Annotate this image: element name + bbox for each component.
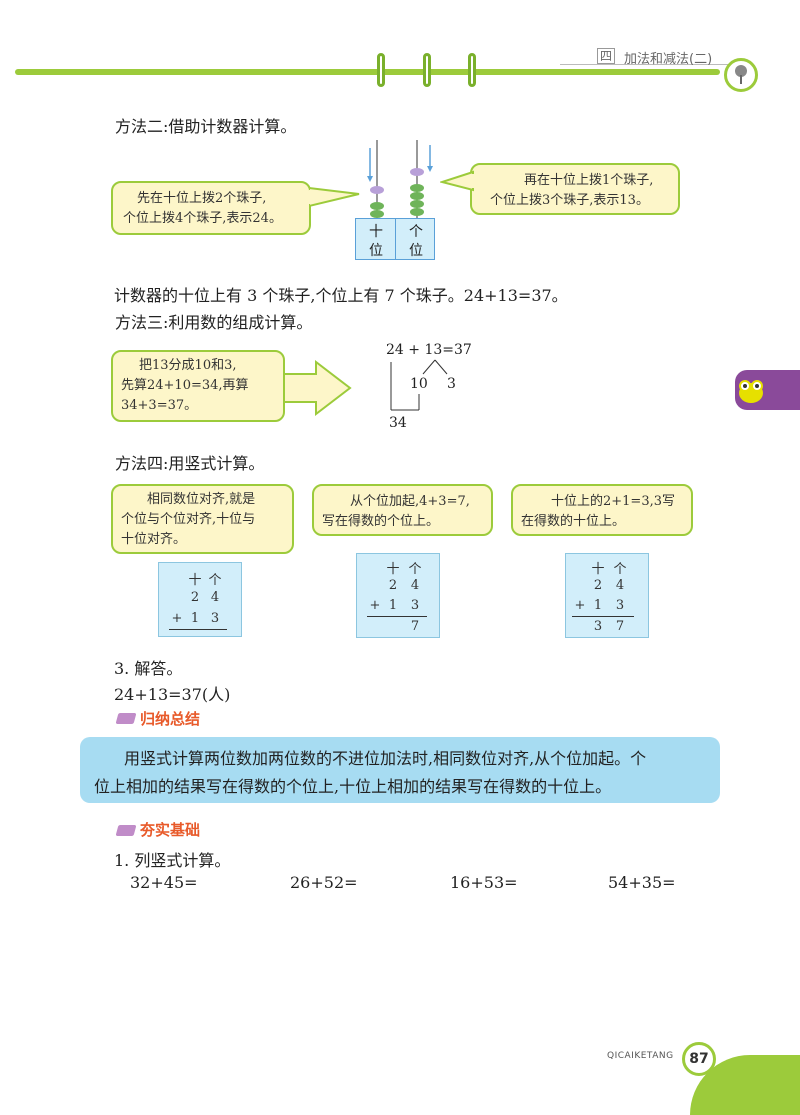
result-tens: 3 [593,619,603,634]
digit: 3 [615,598,625,613]
vertical-calc-3: 十 个 2 4 + 1 3 3 7 [565,553,649,638]
digit: 1 [388,598,398,613]
bubble-line: 把13分成10和3, [139,358,237,373]
arrow-right-icon [283,360,352,416]
bubble-pointer [309,186,360,208]
plus-sign: + [171,611,183,626]
chapter-number: 四 [597,48,616,64]
method2-right-bubble: 再在十位上拨1个珠子, 个位上拨3个珠子,表示13。 [470,163,680,215]
bubble-line: 再在十位上拨1个珠子, [524,173,654,188]
practice-task: 1. 列竖式计算。 [114,851,231,870]
answer-title: 3. 解答。 [114,659,183,678]
split-lines [390,359,448,411]
bubble-line: 34+3=37。 [121,398,198,413]
split-part-tens: 10 [410,376,428,392]
result-ones: 7 [410,619,420,634]
frog-icon [736,376,766,406]
abacus-ones-label: 个 [409,224,423,240]
bubble-line: 先算24+10=34,再算 [121,378,249,393]
bubble-line: 相同数位对齐,就是 [147,492,256,507]
col-tens-header: 十 [188,573,202,588]
col-ones-header: 个 [408,562,422,577]
method4-bubble-2: 从个位加起,4+3=7, 写在得数的个位上。 [312,484,493,536]
summary-line: 位上相加的结果写在得数的个位上,十位上相加的结果写在得数的十位上。 [94,777,612,796]
practice-item: 26+52= [290,873,358,892]
bubble-line: 十位上的2+1=3,3写 [551,494,676,509]
bubble-line: 十位对齐。 [121,532,187,547]
header-thin-line [560,64,730,65]
digit: 1 [593,598,603,613]
publisher-label: QICAIKETANG [607,1051,674,1061]
vertical-calc-2: 十 个 2 4 + 1 3 7 [356,553,440,638]
col-ones-header: 个 [208,573,222,588]
abacus-tens-label2: 位 [369,243,383,259]
digit: 3 [410,598,420,613]
answer-line: 24+13=37(人) [114,685,231,704]
bubble-line: 先在十位上拨2个珠子, [137,191,267,206]
page-number: 87 [682,1042,716,1076]
method4-bubble-1: 相同数位对齐,就是 个位与个位对齐,十位与 十位对齐。 [111,484,294,554]
practice-heading: 夯实基础 [140,821,201,839]
split-part-ones: 3 [447,376,456,392]
abacus-ones-label2: 位 [409,243,423,259]
method3-title: 方法三:利用数的组成计算。 [115,313,313,332]
abacus [350,140,440,262]
binder-ring [468,53,476,87]
plus-sign: + [574,598,586,613]
bubble-pointer [440,170,474,192]
method2-result: 计数器的十位上有 3 个珠子,个位上有 7 个珠子。24+13=37。 [114,286,568,305]
bubble-line: 在得数的十位上。 [521,514,626,529]
practice-item: 32+45= [130,873,198,892]
binder-ring [423,53,431,87]
digit: 2 [190,590,200,605]
result-ones: 7 [615,619,625,634]
header-bar [15,69,720,75]
method4-bubble-3: 十位上的2+1=3,3写 在得数的十位上。 [511,484,693,536]
method4-title: 方法四:用竖式计算。 [115,454,265,473]
method3-bubble: 把13分成10和3, 先算24+10=34,再算 34+3=37。 [111,350,285,422]
partial-sum: 34 [389,415,407,431]
digit: 4 [615,578,625,593]
book-icon [115,825,137,836]
digit: 2 [388,578,398,593]
summary-box: 用竖式计算两位数加两位数的不进位加法时,相同数位对齐,从个位加起。个 位上相加的… [80,737,720,803]
digit: 3 [210,611,220,626]
bubble-line: 个位与个位对齐,十位与 [121,512,256,527]
col-tens-header: 十 [591,562,605,577]
plus-sign: + [369,598,381,613]
summary-heading: 归纳总结 [140,710,201,728]
practice-item: 54+35= [608,873,676,892]
practice-item: 16+53= [450,873,518,892]
digit: 4 [410,578,420,593]
digit: 4 [210,590,220,605]
method2-title: 方法二:借助计数器计算。 [115,117,297,136]
chapter-title: 加法和减法(二) [624,52,713,67]
tree-logo-icon [724,58,758,92]
abacus-base: 十 位 个 位 [355,218,435,260]
col-ones-header: 个 [613,562,627,577]
digit: 1 [190,611,200,626]
method2-left-bubble: 先在十位上拨2个珠子, 个位上拨4个珠子,表示24。 [111,181,311,235]
abacus-tens-label: 十 [369,224,383,240]
method3-equation: 24 + 13=37 [386,342,472,358]
summary-line: 用竖式计算两位数加两位数的不进位加法时,相同数位对齐,从个位加起。个 [124,749,647,768]
col-tens-header: 十 [386,562,400,577]
binder-ring [377,53,385,87]
vertical-calc-1: 十 个 2 4 + 1 3 [158,562,242,637]
bubble-line: 从个位加起,4+3=7, [350,494,470,509]
digit: 2 [593,578,603,593]
bubble-line: 个位上拨4个珠子,表示24。 [123,211,282,226]
bubble-line: 个位上拨3个珠子,表示13。 [490,193,649,208]
bubble-line: 写在得数的个位上。 [322,514,440,529]
book-icon [115,713,137,724]
